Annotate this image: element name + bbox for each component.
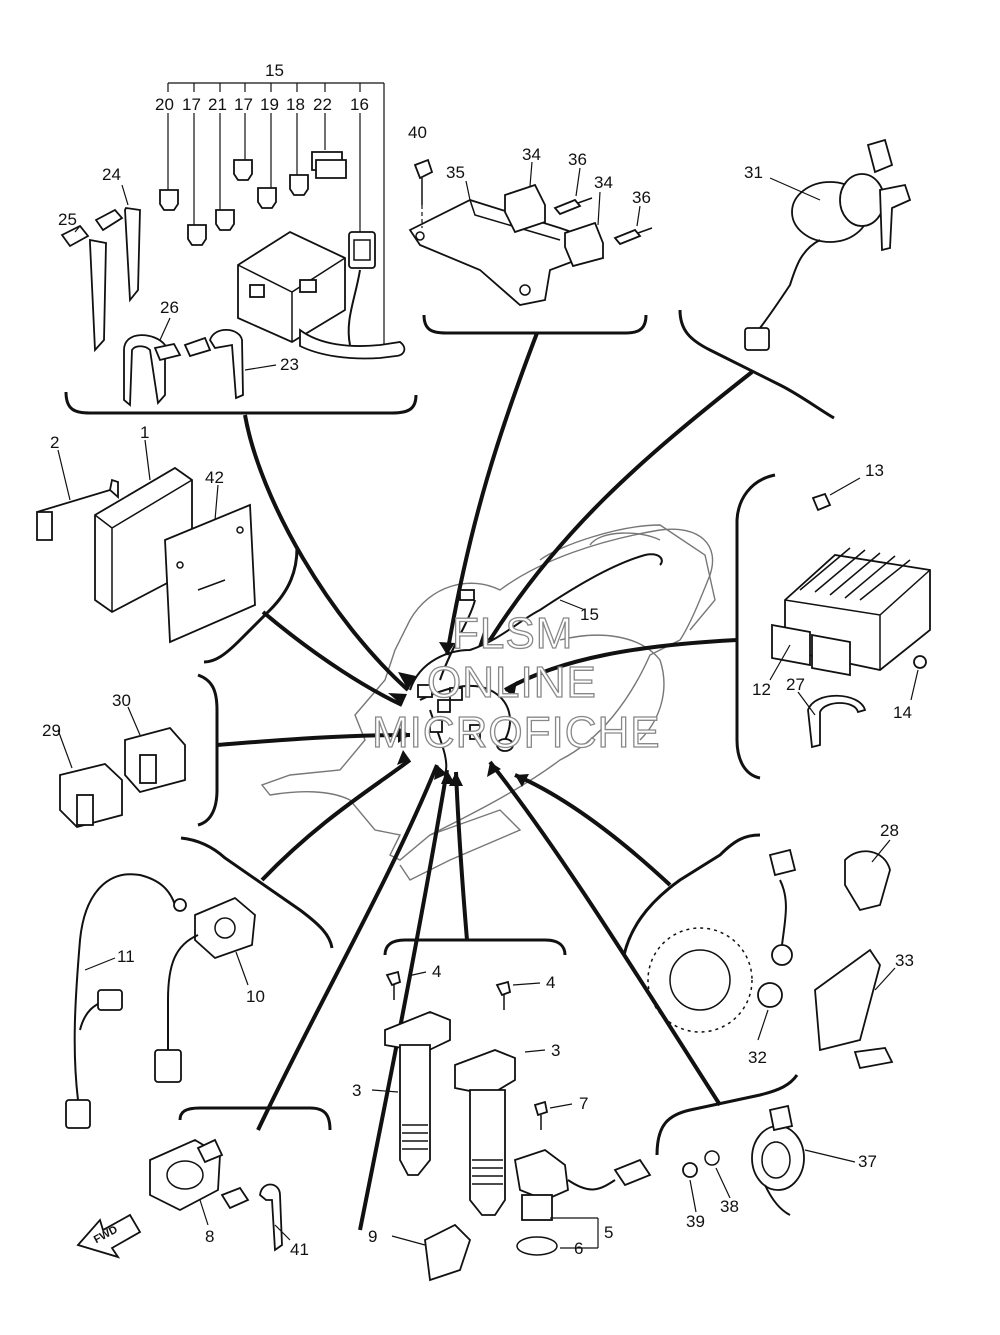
callout-5: 5 [604,1223,613,1242]
callout-20: 20 [155,95,174,114]
callout-7: 7 [579,1094,588,1113]
callout-18: 18 [286,95,305,114]
group-rectifier: 13 12 27 14 15 [580,461,931,780]
callout-3-b: 3 [352,1081,361,1100]
wire-harness-15 [409,553,663,776]
group-ecu: 2 1 42 [36,423,299,664]
watermark-line-3: MICROFICHE [372,708,661,757]
watermark: FLSM ONLINE MICROFICHE [371,608,661,757]
callout-42: 42 [205,468,224,487]
callout-30: 30 [112,691,131,710]
fwd-arrow: FWD [76,1213,142,1259]
callout-6: 6 [574,1239,583,1258]
callout-21: 21 [208,95,227,114]
callout-31: 31 [744,163,763,182]
callout-28: 28 [880,821,899,840]
callout-38: 38 [720,1197,739,1216]
callout-2: 2 [50,433,59,452]
callout-32: 32 [748,1048,767,1067]
callout-37: 37 [858,1152,877,1171]
callout-27: 27 [786,675,805,694]
callout-24: 24 [102,165,121,184]
callout-22: 22 [313,95,332,114]
callout-23: 23 [280,355,299,374]
group-fuse-box: 15 20 17 21 17 19 18 22 16 24 25 26 23 [58,61,418,415]
callout-16: 16 [350,95,369,114]
callout-17-b: 17 [234,95,253,114]
group-sender: 37 38 39 [655,1074,877,1231]
callout-8: 8 [205,1227,214,1246]
group-ignition-coils: 4 4 3 3 7 5 6 9 [352,938,652,1282]
callout-1: 1 [140,423,149,442]
callout-11: 11 [117,947,135,966]
group-relays: 30 29 [42,673,219,829]
callout-9: 9 [368,1227,377,1246]
callout-3-a: 3 [551,1041,560,1060]
watermark-line-2: ONLINE [427,658,597,707]
callout-13: 13 [865,461,884,480]
group-pressure-switch: 8 41 [149,1106,332,1259]
callout-36-b: 36 [632,188,651,207]
callout-35: 35 [446,163,465,182]
callout-39: 39 [686,1212,705,1231]
callout-29: 29 [42,721,61,740]
group-crank-sensor: 28 33 32 [622,821,914,1070]
callout-17-a: 17 [182,95,201,114]
callout-34-a: 34 [522,145,541,164]
callout-12: 12 [752,680,771,699]
callout-10: 10 [246,987,265,1006]
callout-14: 14 [893,703,912,722]
callout-4-a: 4 [432,962,441,981]
callout-41: 41 [290,1240,309,1259]
callout-15-main: 15 [580,605,599,624]
connector-lines [216,332,754,1231]
group-main-switch: 31 [678,138,912,420]
callout-4-b: 4 [546,973,555,992]
callout-19: 19 [260,95,279,114]
callout-36-a: 36 [568,150,587,169]
callout-33: 33 [895,951,914,970]
callout-25: 25 [58,210,77,229]
callout-15-group: 15 [265,61,284,80]
callout-34-b: 34 [594,173,613,192]
watermark-line-1: FLSM [452,609,573,658]
callout-40: 40 [408,123,427,142]
group-relay-bracket: 40 35 34 36 34 36 [408,123,653,335]
callout-26: 26 [160,298,179,317]
group-sensor-lead: 11 10 [65,836,334,1129]
